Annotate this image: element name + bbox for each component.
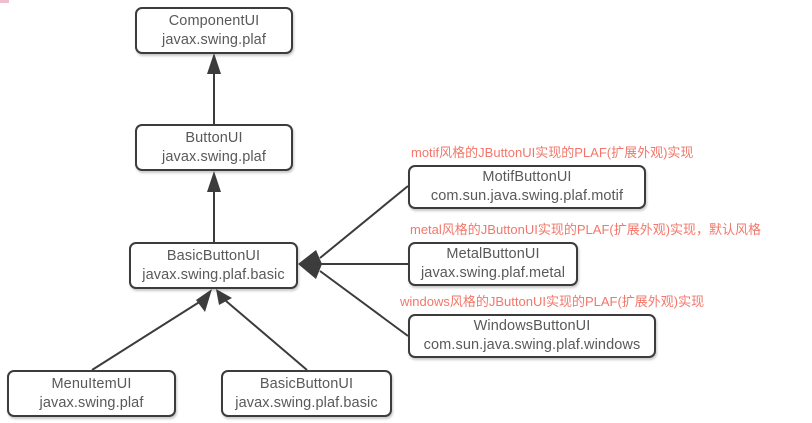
class-box-windows-button-ui[interactable]: WindowsButtonUI com.sun.java.swing.plaf.… <box>408 314 656 358</box>
annotation-motif: motif风格的JButtonUI实现的PLAF(扩展外观)实现 <box>411 145 694 160</box>
class-package: javax.swing.plaf.metal <box>420 265 566 281</box>
edge-basicbuttonui-to-buttonui <box>207 171 221 242</box>
class-box-component-ui[interactable]: ComponentUI javax.swing.plaf <box>135 7 293 54</box>
edge-basicbuttonui2-to-basicbuttonui <box>216 289 308 371</box>
class-box-basic-button-ui[interactable]: BasicButtonUI javax.swing.plaf.basic <box>129 242 298 289</box>
class-package: com.sun.java.swing.plaf.windows <box>423 337 641 353</box>
edge-motif-to-basicbuttonui <box>319 185 409 259</box>
class-name: MotifButtonUI <box>482 169 572 185</box>
edge-buttonui-to-componentui <box>207 53 221 124</box>
class-name: BasicButtonUI <box>259 375 354 392</box>
class-package: javax.swing.plaf.basic <box>142 266 285 283</box>
class-package: javax.swing.plaf <box>162 148 266 165</box>
edge-menuitemui-to-basicbuttonui <box>91 289 212 371</box>
class-name: BasicButtonUI <box>166 247 261 264</box>
class-package: javax.swing.plaf <box>39 394 144 411</box>
corner-artifact <box>0 0 9 3</box>
class-name: WindowsButtonUI <box>473 318 591 334</box>
class-name: ComponentUI <box>168 12 260 29</box>
class-name: ButtonUI <box>185 129 243 146</box>
class-name: MetalButtonUI <box>446 246 540 262</box>
class-box-button-ui[interactable]: ButtonUI javax.swing.plaf <box>135 124 293 171</box>
class-box-motif-button-ui[interactable]: MotifButtonUI com.sun.java.swing.plaf.mo… <box>408 165 646 209</box>
class-package: com.sun.java.swing.plaf.motif <box>430 188 624 204</box>
class-package: javax.swing.plaf.basic <box>235 394 378 411</box>
class-package: javax.swing.plaf <box>162 31 266 48</box>
edge-windows-to-basicbuttonui <box>319 270 409 337</box>
annotation-metal: metal风格的JButtonUI实现的PLAF(扩展外观)实现，默认风格 <box>410 222 762 237</box>
class-box-metal-button-ui[interactable]: MetalButtonUI javax.swing.plaf.metal <box>408 242 578 286</box>
class-name: MenuItemUI <box>51 375 132 392</box>
class-box-menu-item-ui[interactable]: MenuItemUI javax.swing.plaf <box>7 370 176 417</box>
annotation-windows: windows风格的JButtonUI实现的PLAF(扩展外观)实现 <box>400 294 705 309</box>
arrowhead-basicbuttonui-right <box>298 250 322 279</box>
class-box-basic-button-ui-2[interactable]: BasicButtonUI javax.swing.plaf.basic <box>221 370 392 417</box>
